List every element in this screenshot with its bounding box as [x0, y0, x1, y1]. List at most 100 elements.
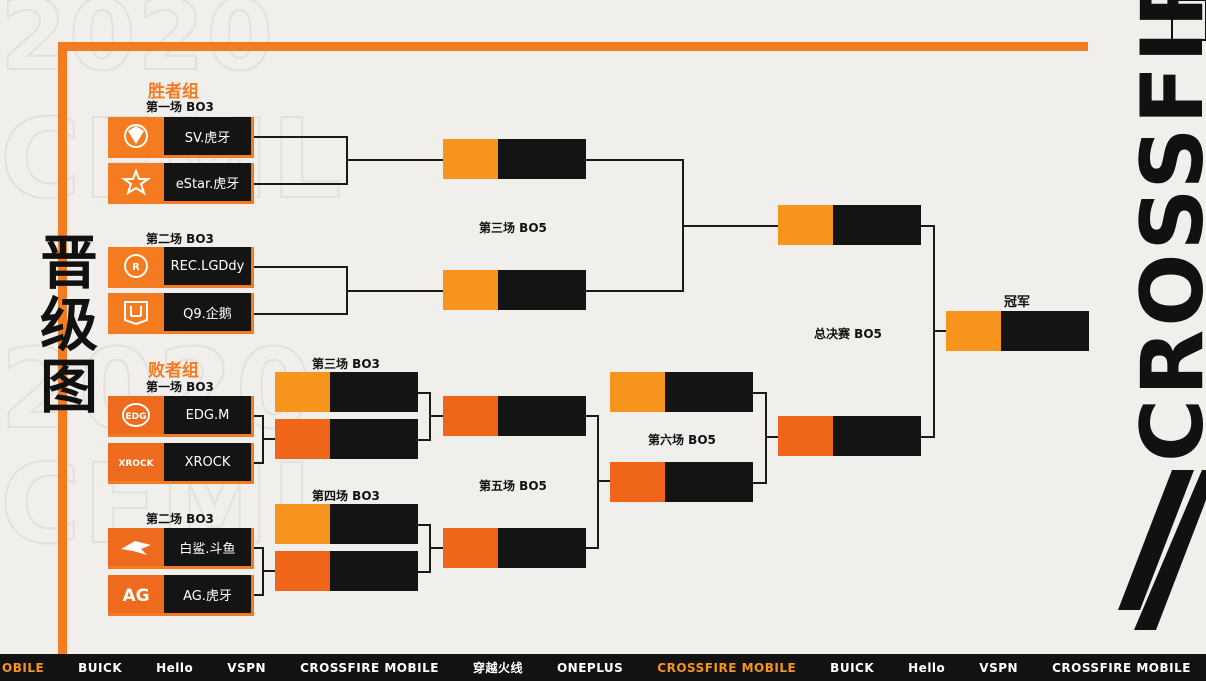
losers-r6-slot-1	[610, 372, 753, 412]
bracket-line	[254, 594, 264, 596]
footer-item: 穿越火线	[472, 661, 523, 675]
bracket-line	[921, 436, 935, 438]
bracket-line	[586, 159, 684, 161]
losers-r4-slot-2	[275, 551, 418, 591]
bracket-line	[586, 415, 599, 417]
winners-r2-slot-2	[443, 270, 586, 310]
winners-final-slot	[778, 205, 921, 245]
footer-item: CROSSFIRE MOBILE	[1052, 660, 1191, 675]
crossfire-brand-logo: CROSSFIRE	[1118, 0, 1206, 630]
bracket-line	[254, 415, 264, 417]
winners-group-label: 胜者组	[148, 82, 199, 102]
bracket-line	[346, 159, 443, 161]
team-box-baisha: 白鲨.斗鱼	[108, 528, 254, 569]
bracket-line	[753, 482, 767, 484]
bracket-line	[254, 547, 264, 549]
losers-round6-label: 第六场 BO5	[648, 433, 716, 447]
team-name: EDG.M	[164, 396, 251, 434]
losers-round5-label: 第五场 BO5	[479, 479, 547, 493]
winners-match1-label: 第一场 BO3	[146, 100, 214, 114]
bracket-line	[254, 313, 348, 315]
bracket-line	[921, 225, 935, 227]
losers-round4-label: 第四场 BO3	[312, 489, 380, 503]
bracket-line	[933, 330, 946, 332]
team-name: SV.虎牙	[164, 117, 251, 155]
losers-r6-slot-2	[610, 462, 753, 502]
svg-text:AG: AG	[122, 586, 149, 606]
bracket-line	[254, 462, 264, 464]
team-name: XROCK	[164, 443, 251, 481]
brand-text: CROSSFIRE	[1123, 0, 1206, 462]
team-logo-icon: EDG	[108, 396, 164, 434]
bracket-line	[586, 547, 599, 549]
bracket-line	[586, 290, 684, 292]
footer-item: VSPN	[227, 660, 267, 675]
losers-match1-label: 第一场 BO3	[146, 380, 214, 394]
team-logo-icon	[108, 528, 164, 566]
bracket-line	[418, 524, 431, 526]
bracket-line	[254, 136, 348, 138]
bracket-line	[765, 436, 778, 438]
footer-item: CROSSFIRE MOBILE	[300, 660, 439, 675]
bracket-line	[346, 290, 443, 292]
footer-item: OBILE	[2, 660, 45, 675]
bracket-line	[597, 480, 610, 482]
frame-top-bar	[58, 42, 1088, 51]
losers-r5-slot-2	[443, 528, 586, 568]
losers-r4-slot-1	[275, 504, 418, 544]
team-logo-icon	[108, 163, 164, 201]
winners-match2-label: 第二场 BO3	[146, 232, 214, 246]
team-box-sv: SV.虎牙	[108, 117, 254, 158]
footer-item: CROSSFIRE MOBILE	[657, 660, 797, 675]
team-name: REC.LGDdy	[164, 247, 251, 285]
team-logo-icon	[108, 293, 164, 331]
team-box-ag: AG AG.虎牙	[108, 575, 254, 616]
winners-r2-slot-1	[443, 139, 586, 179]
grand-final-label: 总决赛 BO5	[814, 327, 882, 341]
team-logo-icon: AG	[108, 575, 164, 613]
team-box-estar: eStar.虎牙	[108, 163, 254, 204]
team-name: AG.虎牙	[164, 575, 251, 613]
bracket-line	[429, 415, 443, 417]
team-logo-icon: XROCK	[108, 443, 164, 481]
footer-item: Hello	[908, 660, 946, 675]
sponsor-footer: OBILE BUICK Hello VSPN CROSSFIRE MOBILE …	[0, 654, 1206, 681]
team-box-rec: R REC.LGDdy	[108, 247, 254, 288]
team-logo-icon	[108, 117, 164, 155]
bracket-line	[418, 392, 431, 394]
footer-item: VSPN	[979, 660, 1019, 675]
page-title: 晋级图	[30, 232, 98, 418]
team-name: eStar.虎牙	[164, 163, 251, 201]
bracket-line	[254, 183, 348, 185]
bracket-line	[753, 392, 767, 394]
losers-match2-label: 第二场 BO3	[146, 512, 214, 526]
svg-text:R: R	[132, 262, 140, 273]
losers-r3-slot-2	[275, 419, 418, 459]
team-box-edg: EDG EDG.M	[108, 396, 254, 437]
losers-r5-slot-1	[443, 396, 586, 436]
bracket-line	[254, 266, 348, 268]
champion-slot	[946, 311, 1089, 351]
bracket-line	[765, 392, 767, 484]
bracket-line	[418, 439, 431, 441]
footer-item: Hello	[156, 660, 194, 675]
bracket-line	[682, 225, 778, 227]
bracket-line	[418, 571, 431, 573]
losers-r3-slot-1	[275, 372, 418, 412]
frame-left-bar	[58, 42, 67, 654]
footer-item: BUICK	[830, 660, 875, 675]
losers-round3-label: 第三场 BO3	[312, 357, 380, 371]
footer-item: ONEPLUS	[556, 660, 624, 675]
bracket-line	[597, 415, 599, 549]
bracket-line	[262, 438, 275, 440]
losers-group-label: 败者组	[148, 361, 199, 381]
footer-item: BUICK	[78, 660, 123, 675]
team-name: Q9.企鹅	[164, 293, 251, 331]
bracket-line	[262, 570, 275, 572]
team-logo-icon: R	[108, 247, 164, 285]
svg-text:XROCK: XROCK	[118, 459, 154, 469]
team-box-q9: Q9.企鹅	[108, 293, 254, 334]
team-name: 白鲨.斗鱼	[164, 528, 251, 566]
team-box-xrock: XROCK XROCK	[108, 443, 254, 484]
champion-label: 冠军	[1004, 295, 1031, 310]
